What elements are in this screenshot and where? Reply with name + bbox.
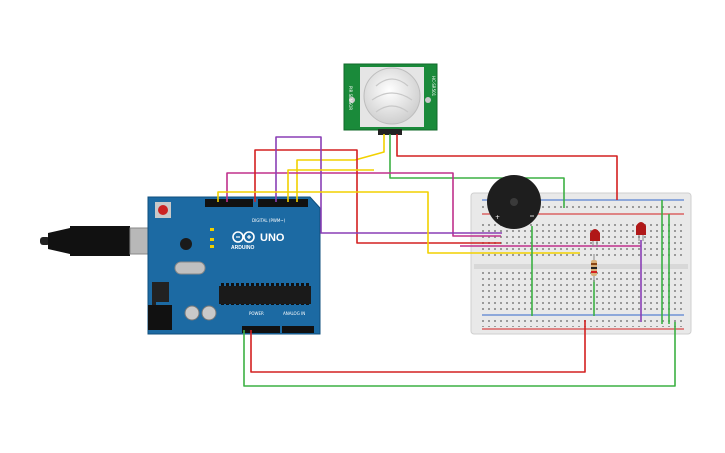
digital-header-label: DIGITAL (PWM~) [252,218,286,223]
sensor-label-left: PIR SENSOR [348,86,353,110]
pir-sensor: PIR SENSOR HC-SR501 [343,63,438,135]
usb-plug-tip [40,237,50,245]
wires [217,134,676,387]
fresnel-dome [363,67,421,125]
led-tx-indicator [210,238,214,241]
usb-cable-housing [70,226,130,256]
crystal [174,261,206,275]
wire-power-red [250,320,586,373]
usb-cable-connector [48,228,70,254]
arduino-logo [232,231,255,243]
reset-button-cap [158,205,168,215]
wire-red-top [254,149,501,244]
led-rx-indicator [210,245,214,248]
power-header-label: POWER [249,311,264,316]
analog-header-label: ANALOG IN [283,311,305,316]
resistor [591,254,597,282]
microcontroller-chip [219,286,311,304]
model-label: UNO [260,232,285,244]
wire-sensor-green [389,134,565,208]
capacitor-2 [201,305,217,321]
voltage-regulator [156,282,169,302]
buzzer-center [510,198,518,206]
brand-label: ARDUINO [231,245,254,251]
led-1 [590,229,600,247]
regulator-pins [152,282,156,312]
buzzer-plus: + [495,214,500,221]
sensor-label-right: HC-SR501 [431,76,436,97]
wire-ground-green [243,322,676,387]
led-2 [636,222,646,241]
ic-small [180,238,192,250]
wire-purple-top [275,136,502,234]
sensor-mount-hole-left [349,97,355,103]
wire-magenta [226,172,501,237]
wire-yellow-long [217,191,580,254]
wire-sensor-yellow [296,134,385,202]
sensor-mount-hole-right [425,97,431,103]
arduino-uno-board: DIGITAL (PWM~) ARDUINO UNO POWER ANALOG … [40,196,321,335]
wire-sensor-red [396,134,618,200]
piezo-buzzer: + [487,175,541,229]
wire-yellow-short [287,169,374,202]
capacitor-1 [184,305,200,321]
power-jack [148,305,172,330]
sensor-pin-header [378,129,402,135]
led-l-indicator [210,228,214,231]
